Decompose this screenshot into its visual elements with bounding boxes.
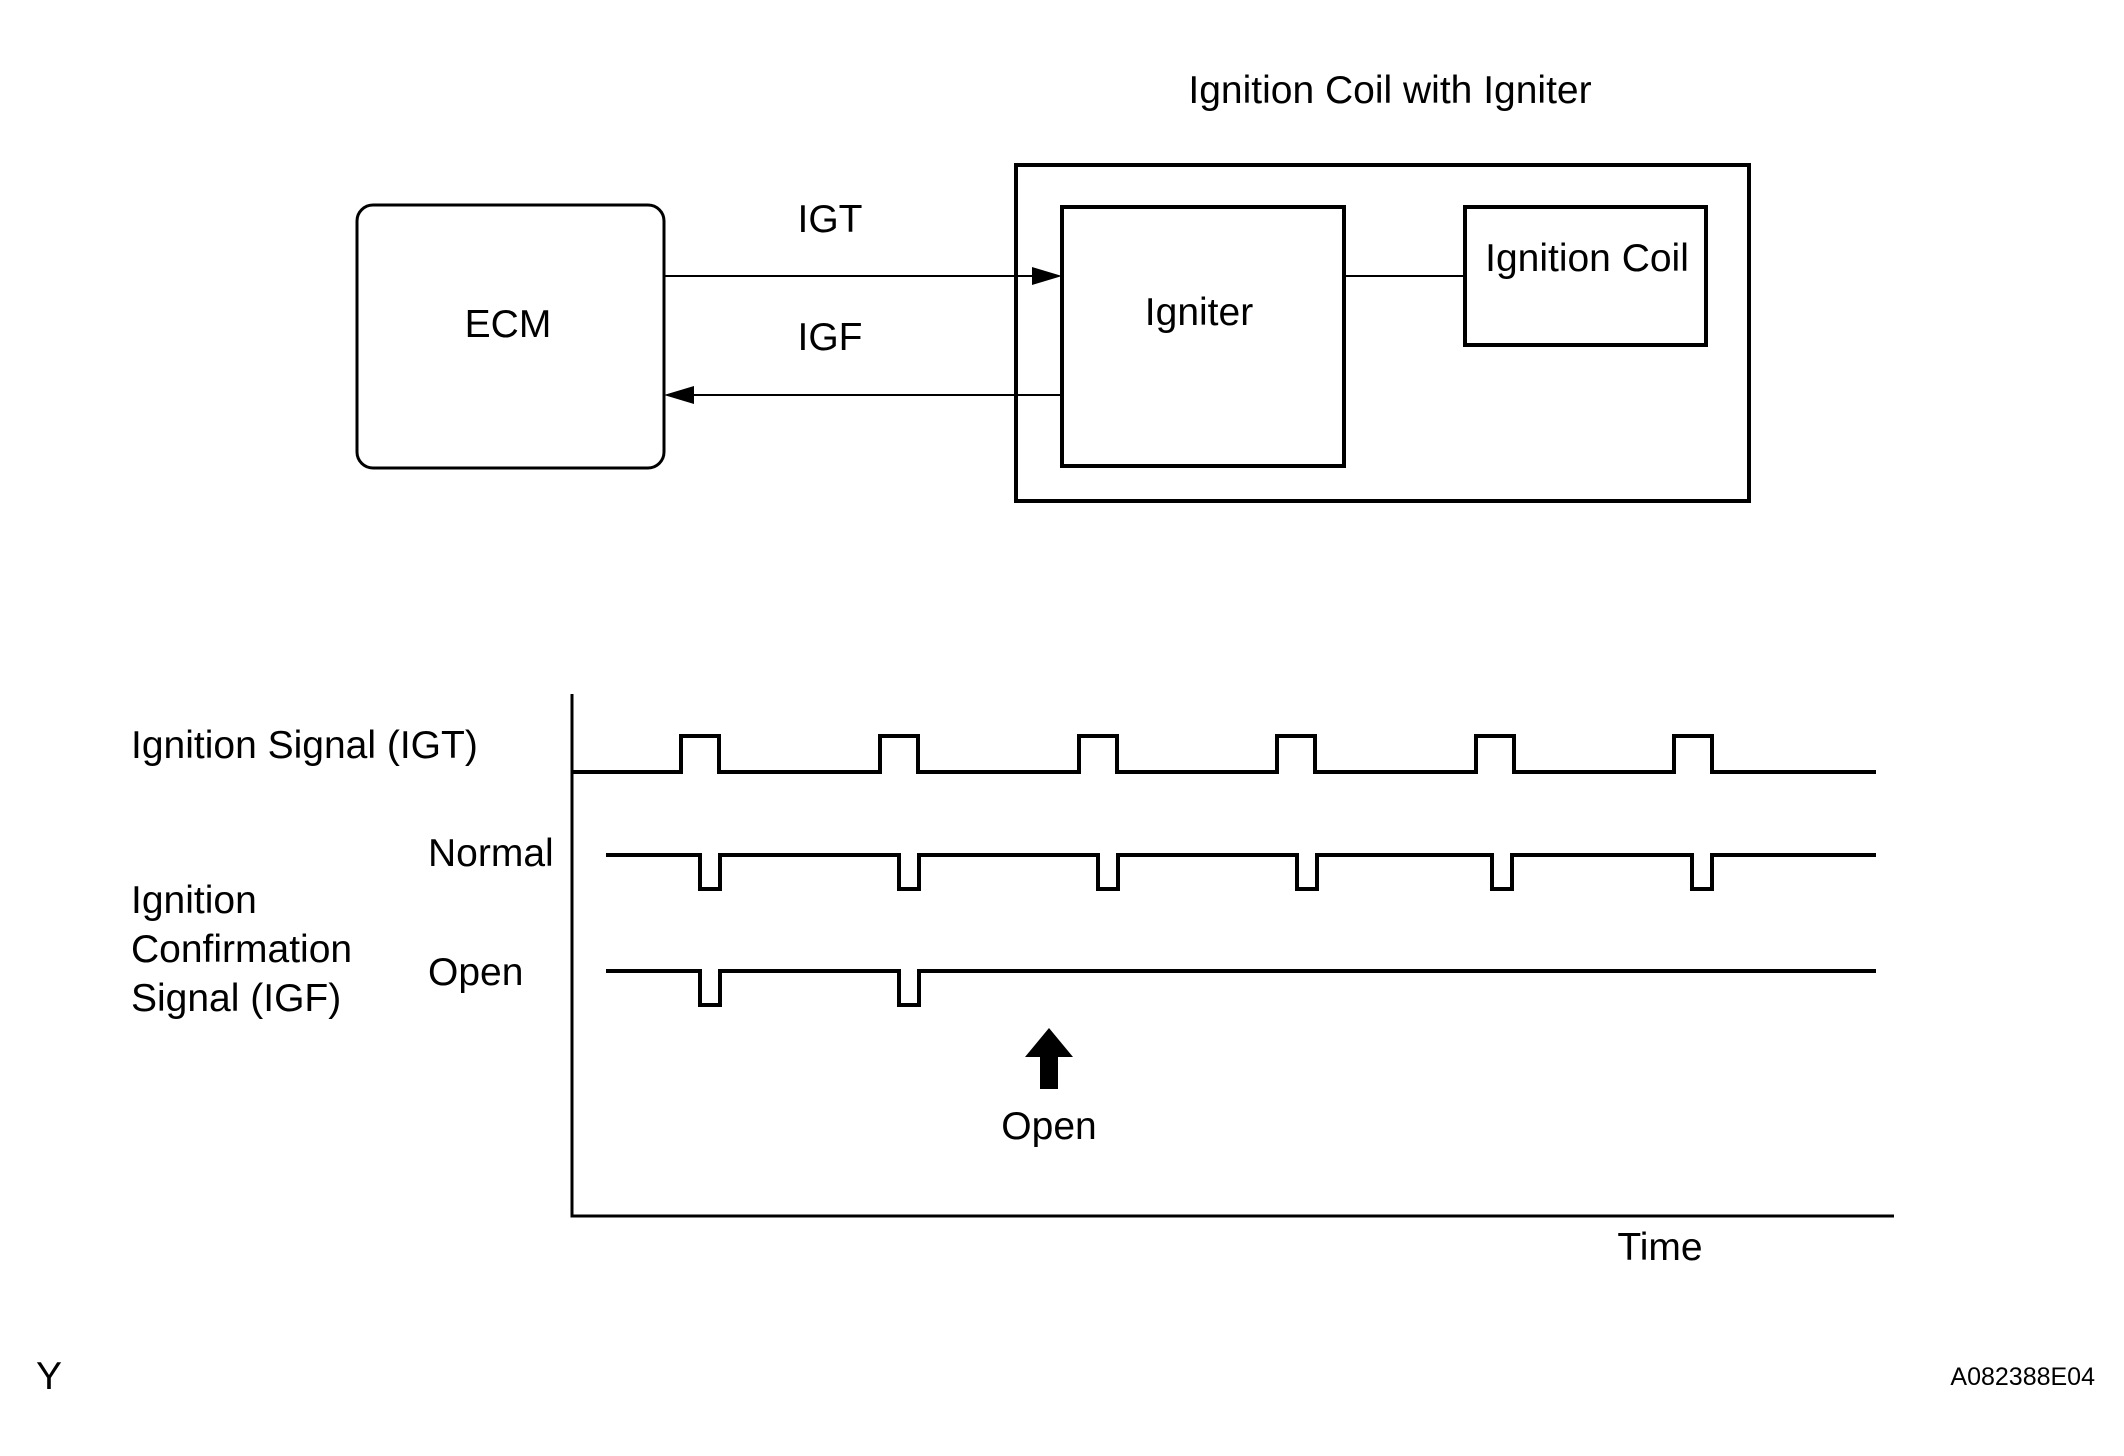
open-marker-label: Open bbox=[1001, 1105, 1096, 1148]
time-label: Time bbox=[1617, 1226, 1702, 1269]
igt-arrowhead bbox=[1032, 267, 1062, 285]
normal-label: Normal bbox=[428, 832, 554, 875]
footer-left-mark: Y bbox=[36, 1355, 62, 1398]
igf-row-label-line-2: Confirmation bbox=[131, 928, 352, 971]
igniter-box bbox=[1060, 205, 1346, 468]
igf-label: IGF bbox=[798, 316, 863, 359]
igf-normal-waveform bbox=[606, 853, 1876, 891]
ignition-coil-with-igniter-box bbox=[1014, 163, 1751, 503]
igt-label: IGT bbox=[798, 198, 863, 241]
waveforms bbox=[572, 734, 1876, 1007]
igf-row-label-line-1: Ignition bbox=[131, 879, 257, 922]
chart-axes bbox=[570, 694, 1894, 1218]
open-marker-arrow bbox=[1025, 1028, 1073, 1089]
igf-open-waveform bbox=[606, 969, 1876, 1007]
ignition-coil-label: Ignition Coil bbox=[1485, 237, 1689, 280]
igf-row-label-line-3: Signal (IGF) bbox=[131, 977, 341, 1020]
open-label: Open bbox=[428, 951, 523, 994]
ecm-box bbox=[355, 203, 666, 470]
igniter-label: Igniter bbox=[1145, 291, 1253, 334]
igf-arrowhead bbox=[664, 386, 694, 404]
module-title: Ignition Coil with Igniter bbox=[1188, 69, 1591, 112]
ecm-label: ECM bbox=[465, 303, 552, 346]
figure-id: A082388E04 bbox=[1950, 1363, 2095, 1391]
igt-waveform bbox=[572, 734, 1876, 774]
igt-row-label: Ignition Signal (IGT) bbox=[131, 724, 478, 767]
